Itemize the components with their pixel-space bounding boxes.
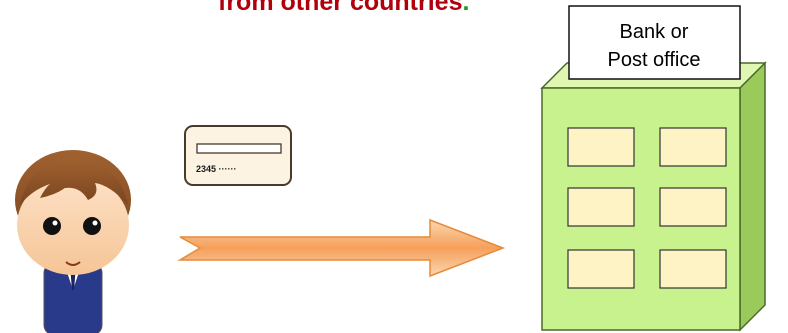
arrow-icon bbox=[180, 220, 503, 276]
card-number: 2345 ······ bbox=[196, 164, 237, 174]
bank-label-line1: Bank or bbox=[620, 21, 689, 43]
person-icon bbox=[15, 150, 131, 333]
bank-label-line2: Post office bbox=[607, 49, 700, 71]
person-eye-left bbox=[43, 217, 61, 235]
person-eye-right bbox=[83, 217, 101, 235]
building-icon bbox=[542, 63, 765, 330]
card-icon: 2345 ······ bbox=[185, 126, 291, 185]
bank-label-box: Bank or Post office bbox=[569, 6, 740, 79]
